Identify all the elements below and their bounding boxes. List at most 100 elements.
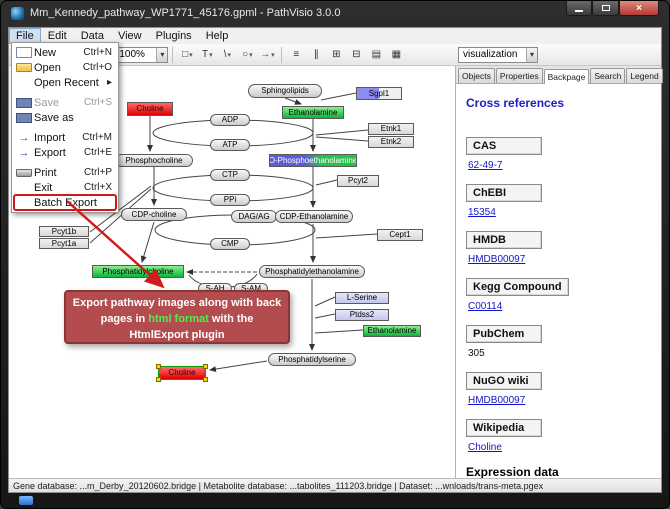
pathway-node-ethanolamine[interactable]: Ethanolamine [363, 325, 421, 337]
file-menu-item-batch-export[interactable]: Batch Export [14, 195, 116, 210]
crossref-value: 305 [468, 348, 651, 359]
chevron-down-icon: ▾ [189, 51, 193, 59]
folder-icon [16, 63, 32, 72]
pathway-node-sphingolipids[interactable]: Sphingolipids [248, 84, 322, 98]
menu-help[interactable]: Help [199, 28, 236, 44]
label-tool[interactable]: T▾ [197, 46, 217, 64]
align-left-button[interactable]: ⊞ [326, 46, 346, 64]
align-top-button[interactable]: ⊟ [346, 46, 366, 64]
crossref-link[interactable]: 62-49-7 [468, 160, 651, 171]
pathway-node-phosphatidylethanolamine[interactable]: Phosphatidylethanolamine [259, 265, 365, 278]
pathway-node-phosphatidylserine[interactable]: Phosphatidylserine [268, 353, 356, 366]
pathway-node-pcyt1a[interactable]: Pcyt1a [39, 238, 89, 249]
close-button[interactable]: × [619, 1, 659, 16]
pathway-node-dag-ag[interactable]: DAG/AG [231, 210, 277, 223]
crossref-link[interactable]: C00114 [468, 301, 651, 312]
shape-tool[interactable]: ○▾ [237, 46, 257, 64]
tab-search[interactable]: Search [590, 68, 625, 83]
pathway-node-ctp[interactable]: CTP [210, 169, 250, 181]
pathway-node-cmp[interactable]: CMP [210, 238, 250, 250]
crossref-section-chebi: ChEBI 15354 [466, 183, 651, 218]
visualization-select[interactable]: visualization ▾ [458, 47, 538, 63]
menu-plugins[interactable]: Plugins [149, 28, 199, 44]
file-menu-item-exit[interactable]: ExitCtrl+X [14, 180, 116, 195]
chevron-down-icon[interactable]: ▾ [156, 48, 167, 62]
datanode-tool[interactable]: □▾ [177, 46, 197, 64]
pathway-node-sgpl1[interactable]: Sgpl1 [356, 87, 402, 100]
crossref-section-nugo-wiki: NuGO wikiHMDB00097 [466, 371, 651, 406]
align-center-y-button[interactable]: ∥ [306, 46, 326, 64]
selection-handle[interactable] [203, 364, 208, 369]
pathway-node-etnk2[interactable]: Etnk2 [368, 136, 414, 148]
file-menu-item-open-recent[interactable]: Open Recent▸ [14, 75, 116, 90]
file-menu-item-save[interactable]: SaveCtrl+S [14, 95, 116, 110]
file-menu-item-new[interactable]: NewCtrl+N [14, 45, 116, 60]
pathway-node-phosphocholine[interactable]: Phosphocholine [115, 154, 193, 167]
file-menu-item-save-as[interactable]: Save as [14, 110, 116, 125]
chevron-down-icon[interactable]: ▾ [526, 48, 537, 62]
pathway-node-cept1[interactable]: Cept1 [377, 229, 423, 241]
pathway-node-ethanolamine[interactable]: Ethanolamine [282, 106, 344, 119]
align-icon: ∥ [314, 50, 319, 60]
selection-handle[interactable] [156, 364, 161, 369]
stack-vertical-button[interactable]: ▤ [366, 46, 386, 64]
menu-shortcut: Ctrl+P [84, 167, 112, 178]
pathway-node-pcyt1b[interactable]: Pcyt1b [39, 226, 89, 237]
file-menu-item-print[interactable]: PrintCtrl+P [14, 165, 116, 180]
menu-item-label: New [34, 47, 78, 59]
import-icon [16, 132, 32, 144]
pathway-node-choline[interactable]: Choline [127, 102, 173, 116]
menu-shortcut: Ctrl+M [82, 132, 112, 143]
pathway-node-pcyt2[interactable]: Pcyt2 [337, 175, 379, 187]
tab-objects[interactable]: Objects [458, 68, 495, 83]
file-menu-item-import[interactable]: ImportCtrl+M [14, 130, 116, 145]
chevron-down-icon: ▾ [271, 51, 275, 59]
line-tool[interactable]: \▾ [217, 46, 237, 64]
crossref-link[interactable]: Choline [468, 442, 651, 453]
annotation-line-1: Export pathway images along with back [66, 295, 288, 311]
titlebar[interactable]: Mm_Kennedy_pathway_WP1771_45176.gpml - P… [1, 1, 669, 27]
pathway-node-l-serine[interactable]: L-Serine [335, 292, 389, 304]
align-icon: ▤ [372, 50, 381, 60]
statusbar-text: Gene database: ...m_Derby_20120602.bridg… [13, 481, 543, 491]
pathway-node-etnk1[interactable]: Etnk1 [368, 123, 414, 135]
pathway-node-cdp-choline[interactable]: CDP-choline [121, 208, 187, 221]
selection-handle[interactable] [156, 377, 161, 382]
crossref-header: ChEBI [466, 184, 542, 202]
crossref-section-cas: CAS62-49-7 [466, 136, 651, 171]
chevron-down-icon: ▾ [249, 51, 253, 59]
pathway-node-o-phosphoethanolamine[interactable]: O-Phosphoethanolamine [269, 154, 357, 167]
tool-icon: T [202, 50, 208, 60]
stack-horizontal-button[interactable]: ▦ [386, 46, 406, 64]
pathway-node-ppi[interactable]: PPi [210, 194, 250, 206]
print-icon [16, 169, 32, 177]
crossref-link[interactable]: HMDB00097 [468, 395, 651, 406]
menu-shortcut: Ctrl+E [84, 147, 112, 158]
pathway-node-atp[interactable]: ATP [210, 139, 250, 151]
crossref-header: NuGO wiki [466, 372, 542, 390]
tab-backpage[interactable]: Backpage [544, 69, 590, 84]
file-menu-item-export[interactable]: ExportCtrl+E [14, 145, 116, 160]
tool-icon: ○ [242, 50, 248, 60]
menu-item-label: Exit [34, 182, 79, 194]
annotation-callout: Export pathway images along with back pa… [64, 290, 290, 344]
selection-handle[interactable] [203, 377, 208, 382]
pathway-node-phosphatidylcholine[interactable]: Phosphatidylcholine [92, 265, 184, 278]
pathway-node-cdp-ethanolamine[interactable]: CDP-Ethanolamine [275, 210, 353, 223]
tab-legend[interactable]: Legend [626, 68, 662, 83]
sidebar: ObjectsPropertiesBackpageSearchLegend Cr… [455, 66, 661, 478]
pathway-node-choline[interactable]: Choline [158, 366, 206, 380]
tab-properties[interactable]: Properties [496, 68, 543, 83]
align-center-x-button[interactable]: ≡ [286, 46, 306, 64]
crossref-link[interactable]: HMDB00097 [468, 254, 651, 265]
minimize-button[interactable] [566, 1, 592, 16]
zoom-select[interactable]: 100% ▾ [114, 47, 168, 63]
file-menu-item-open[interactable]: OpenCtrl+O [14, 60, 116, 75]
connector-tool[interactable]: →▾ [257, 46, 277, 64]
pathway-node-adp[interactable]: ADP [210, 114, 250, 126]
pathway-node-ptdss2[interactable]: Ptdss2 [335, 309, 389, 321]
crossref-link[interactable]: 15354 [468, 207, 651, 218]
maximize-button[interactable] [592, 1, 619, 16]
crossref-section-kegg-compound: Kegg CompoundC00114 [466, 277, 651, 312]
